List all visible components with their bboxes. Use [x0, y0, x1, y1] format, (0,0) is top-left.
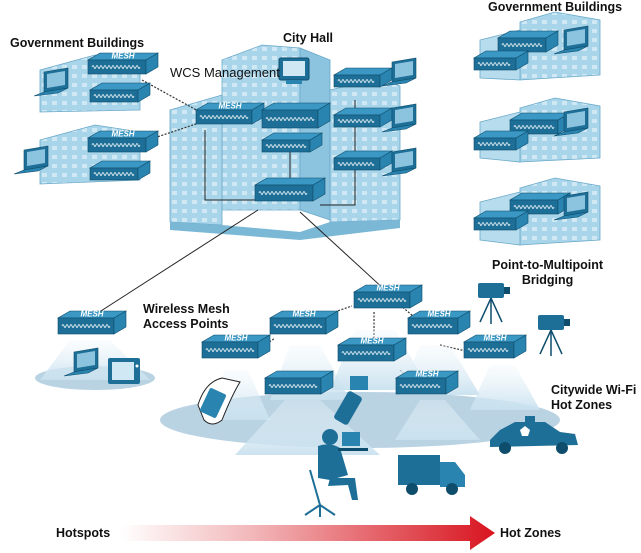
p2mp-label-line1: Point-to-Multipoint [492, 258, 604, 272]
mesh-ap-6: MESH [336, 337, 408, 362]
mesh-ap-1-label: MESH [376, 284, 399, 293]
gov-buildings-left-label: Government Buildings [10, 36, 145, 50]
mesh-ap-8 [263, 370, 335, 395]
laptop-city-hall-2 [381, 103, 417, 133]
router-city-hall [260, 102, 332, 129]
mesh-ap-7: MESH [462, 334, 528, 359]
mesh-device-gov-left-1: MESH [86, 52, 160, 75]
citywide-wifi-label-line2: Hot Zones [551, 398, 613, 412]
mesh-ap-3: MESH [406, 310, 472, 335]
mesh-device-city-hall-label: MESH [218, 102, 241, 111]
mesh-ap-5-label: MESH [224, 334, 247, 343]
switch-city-hall-2 [332, 67, 394, 88]
wireless-mesh-label-line1: Wireless Mesh [143, 302, 230, 316]
bridge-gov-right-3b [472, 210, 530, 231]
police-car [490, 416, 578, 454]
camera-2 [538, 315, 570, 356]
core-switch-city-hall [253, 177, 327, 202]
gov-buildings-right-label: Government Buildings [488, 0, 623, 14]
mesh-ap-9: MESH [394, 370, 460, 395]
wired-links [89, 100, 386, 319]
laptop-city-hall-3 [381, 147, 417, 177]
mesh-ap-2: MESH [268, 310, 340, 335]
mesh-ap-6-label: MESH [360, 337, 383, 346]
mesh-device-gov-left-1-label: MESH [111, 52, 134, 61]
mesh-ap-2-label: MESH [292, 310, 315, 319]
wcs-management-monitor [278, 57, 310, 84]
wcs-management-label: WCS Management [170, 65, 280, 80]
mesh-devices: MESH MESH MESH MESH MESH MESH MESH MESH MESH MESH… [56, 30, 572, 395]
laptop-gov-right-3 [553, 191, 589, 221]
laptop-mesh-ap [63, 347, 99, 377]
laptops [13, 25, 589, 377]
mesh-device-city-hall: MESH [194, 102, 266, 125]
mesh-ap-9-label: MESH [415, 370, 438, 379]
bridge-gov-right-1a [496, 30, 560, 53]
mesh-ap-7-label: MESH [483, 334, 506, 343]
user-at-desk [304, 429, 368, 517]
bridge-gov-right-1b [472, 50, 530, 71]
p2mp-label: Point-to-Multipoint Bridging [492, 258, 603, 288]
video-kiosk [108, 358, 140, 384]
hotspots-label: Hotspots [56, 526, 111, 540]
laptop-gov-left-2 [13, 145, 49, 175]
wireless-mesh-label-line2: Access Points [143, 317, 229, 331]
mesh-device-gov-left-2-label: MESH [111, 130, 134, 139]
camera-1 [478, 283, 510, 324]
utility-truck [398, 455, 465, 495]
switch-city-hall-3 [332, 107, 394, 128]
hot-zones-label: Hot Zones [500, 526, 562, 540]
barcode-scanner [334, 376, 368, 425]
mesh-ap-1: MESH [352, 284, 424, 309]
mesh-ap-4: MESH [56, 310, 128, 335]
laptop-gov-left-1 [33, 67, 69, 97]
citywide-wifi-label-line1: Citywide Wi-Fi [551, 383, 637, 397]
mesh-ap-5: MESH [200, 334, 272, 359]
p2mp-label-line2: Bridging [521, 273, 574, 287]
bridge-gov-right-2b [472, 130, 530, 151]
city-hall-label: City Hall [283, 31, 334, 45]
handheld-pda [197, 377, 241, 425]
switch-gov-left-2 [88, 160, 152, 181]
wireless-mesh-label: Wireless Mesh Access Points [143, 302, 230, 332]
switch-city-hall-1 [260, 132, 324, 153]
mesh-ap-3-label: MESH [427, 310, 450, 319]
mesh-device-gov-left-2: MESH [86, 130, 160, 153]
hotspots-to-hotzones-arrow [120, 516, 495, 550]
laptop-city-hall-1 [381, 57, 417, 87]
switch-gov-left-1 [88, 82, 152, 103]
laptop-gov-right-1 [553, 25, 589, 55]
mesh-ap-4-label: MESH [80, 310, 103, 319]
laptop-gov-right-2 [553, 107, 589, 137]
citywide-wifi-label: Citywide Wi-Fi Hot Zones [551, 383, 636, 413]
switch-city-hall-4 [332, 150, 394, 171]
